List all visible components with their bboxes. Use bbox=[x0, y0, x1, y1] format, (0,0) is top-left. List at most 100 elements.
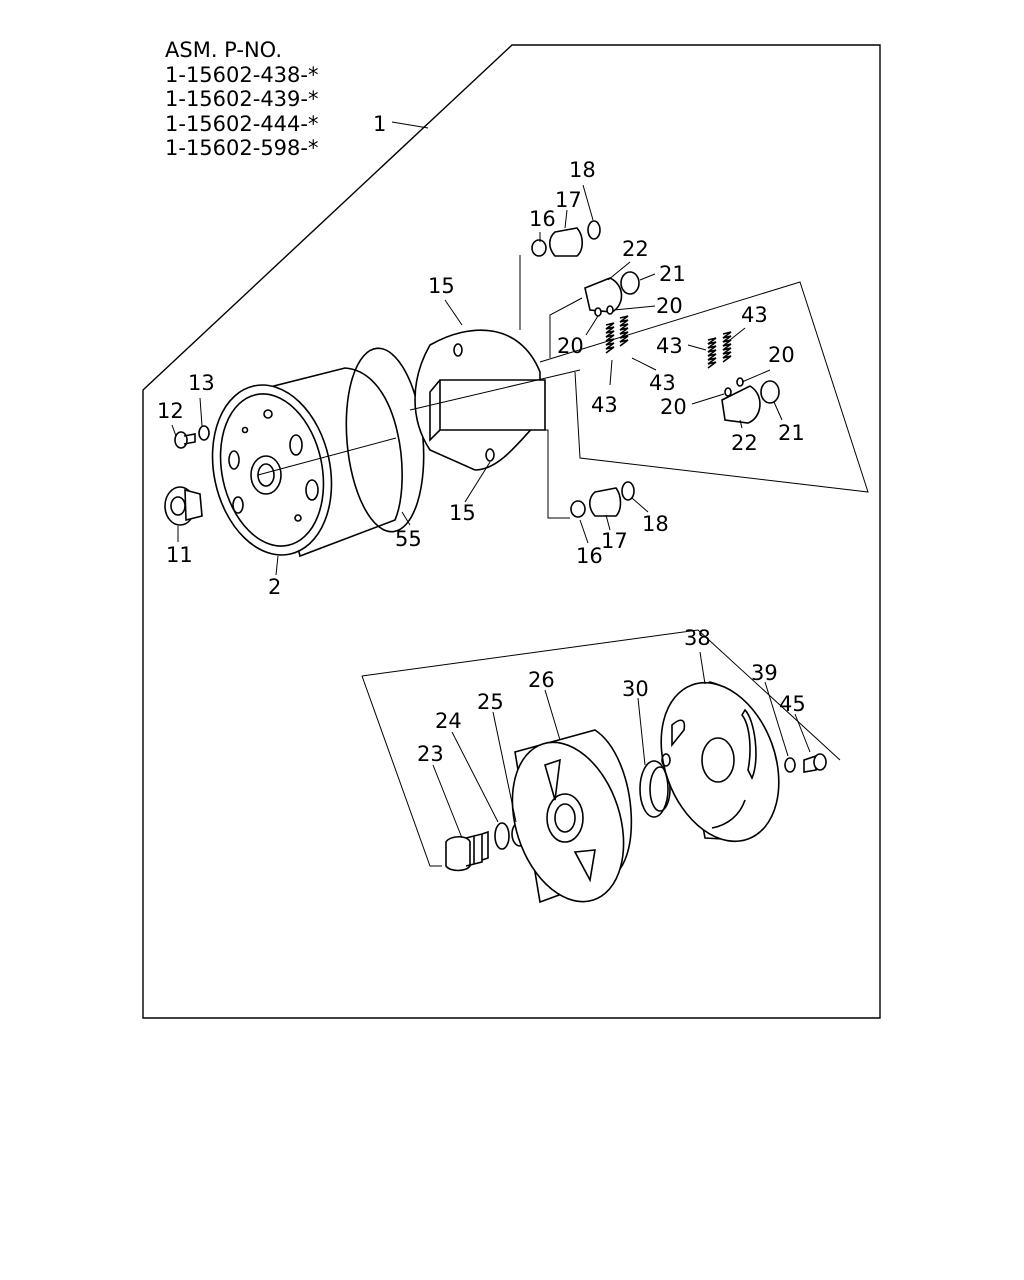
part-number-2: 1-15602-439-* bbox=[165, 87, 319, 111]
leader-45 bbox=[794, 713, 811, 753]
leader-23 bbox=[432, 764, 463, 839]
leader-2 bbox=[275, 555, 279, 576]
callout-21-lower: 21 bbox=[778, 421, 805, 445]
leader-upper-22 bbox=[549, 297, 583, 358]
callout-2: 2 bbox=[268, 575, 281, 599]
leader-22-lower bbox=[739, 419, 743, 429]
assembly-boundary bbox=[142, 44, 881, 1019]
callout-22-lower: 22 bbox=[731, 431, 758, 455]
callout-20-right-lower: 20 bbox=[660, 395, 687, 419]
leader-17-upper bbox=[564, 209, 568, 229]
spring-group-bracket bbox=[539, 281, 869, 493]
callout-15-lower: 15 bbox=[449, 501, 476, 525]
leader-20-right-lower bbox=[691, 393, 725, 405]
collar-part-16-lower bbox=[570, 500, 586, 518]
nut-part-21-lower bbox=[760, 380, 780, 404]
callout-15-upper: 15 bbox=[428, 274, 455, 298]
assembly-part-number-header: ASM. P-NO. 1-15602-438-* 1-15602-439-* 1… bbox=[165, 38, 318, 161]
retainer-part-20-c bbox=[724, 387, 732, 397]
leader-43-mid bbox=[631, 357, 657, 371]
leader-15-lower bbox=[464, 461, 491, 503]
leader-20-right-upper bbox=[741, 369, 771, 383]
retainer-part-20-a bbox=[594, 307, 602, 317]
leader-43-left bbox=[609, 359, 613, 386]
leader-16-lower bbox=[579, 519, 589, 544]
leader-30 bbox=[637, 697, 646, 766]
callout-55: 55 bbox=[395, 527, 422, 551]
screw-part-45 bbox=[803, 753, 827, 773]
leader-24 bbox=[451, 731, 499, 823]
screw-part-12 bbox=[174, 431, 196, 449]
leader-26 bbox=[544, 689, 561, 741]
assembly-title: ASM. P-NO. bbox=[165, 38, 283, 62]
leader-20-upper-right bbox=[613, 305, 656, 311]
nut-part-21-upper bbox=[620, 271, 640, 295]
spring-part-43-d bbox=[722, 331, 732, 363]
callout-16-lower: 16 bbox=[576, 544, 603, 568]
callout-16-upper: 16 bbox=[529, 207, 556, 231]
leader-18-lower bbox=[631, 497, 649, 513]
callout-18-upper: 18 bbox=[569, 158, 596, 182]
callout-24: 24 bbox=[435, 709, 462, 733]
sleeve-part-17-lower bbox=[588, 487, 622, 517]
callout-43-mid: 43 bbox=[649, 371, 676, 395]
cover-part-26 bbox=[511, 729, 633, 904]
spring-part-43-a bbox=[605, 322, 615, 354]
callout-26: 26 bbox=[528, 668, 555, 692]
leader-55 bbox=[401, 511, 411, 526]
callout-25: 25 bbox=[477, 690, 504, 714]
weight-part-22-lower bbox=[721, 385, 761, 424]
seal-part-30 bbox=[639, 760, 671, 818]
leader-22-upper bbox=[607, 261, 631, 281]
lower-group-bracket-top bbox=[361, 629, 841, 761]
washer-part-18-upper bbox=[587, 220, 601, 240]
collar-part-16-upper bbox=[531, 239, 547, 257]
leader-1 bbox=[391, 121, 429, 129]
plate-part-38 bbox=[660, 681, 780, 843]
weight-holder-part-15 bbox=[409, 329, 581, 471]
part-number-4: 1-15602-598-* bbox=[165, 136, 319, 160]
spring-part-43-c bbox=[707, 337, 717, 369]
leader-12 bbox=[171, 424, 177, 437]
callout-38: 38 bbox=[684, 626, 711, 650]
sleeve-part-17-upper bbox=[548, 227, 584, 257]
leader-21-upper bbox=[639, 273, 656, 281]
washer-part-39 bbox=[784, 757, 796, 773]
leader-17-lower bbox=[605, 514, 611, 531]
leader-38 bbox=[699, 651, 706, 685]
lower-group-bracket-side bbox=[361, 675, 442, 867]
leader-21-lower bbox=[773, 401, 783, 421]
leader-43-top bbox=[729, 327, 746, 341]
leader-18-upper bbox=[582, 184, 594, 221]
leader-20-upper-left bbox=[585, 315, 599, 336]
plug-part-11 bbox=[164, 486, 203, 526]
callout-13: 13 bbox=[188, 371, 215, 395]
weight-part-22-upper bbox=[584, 277, 623, 313]
o-ring-part-24 bbox=[494, 822, 510, 850]
part-number-1: 1-15602-438-* bbox=[165, 62, 319, 87]
callout-20-right-upper: 20 bbox=[768, 343, 795, 367]
callout-45: 45 bbox=[779, 692, 806, 716]
leader-25 bbox=[492, 711, 517, 823]
retainer-part-20-b bbox=[606, 305, 614, 315]
washer-part-13 bbox=[198, 425, 210, 441]
callout-30: 30 bbox=[622, 677, 649, 701]
callout-21-upper: 21 bbox=[659, 262, 686, 286]
leader-43-right bbox=[687, 344, 707, 351]
spring-part-43-b bbox=[619, 315, 629, 347]
callout-17-lower: 17 bbox=[601, 529, 628, 553]
callout-17-upper: 17 bbox=[555, 188, 582, 212]
callout-20-upper-left: 20 bbox=[557, 334, 584, 358]
housing-part-2 bbox=[211, 367, 403, 558]
callout-12: 12 bbox=[157, 399, 184, 423]
washer-part-18-lower bbox=[621, 481, 635, 501]
callout-11: 11 bbox=[166, 543, 193, 567]
callout-18-lower: 18 bbox=[642, 512, 669, 536]
plug-part-23 bbox=[445, 830, 489, 872]
callout-39: 39 bbox=[751, 661, 778, 685]
callout-23: 23 bbox=[417, 742, 444, 766]
callout-22-upper: 22 bbox=[622, 237, 649, 261]
leader-39 bbox=[764, 681, 789, 757]
leader-13 bbox=[199, 397, 203, 427]
